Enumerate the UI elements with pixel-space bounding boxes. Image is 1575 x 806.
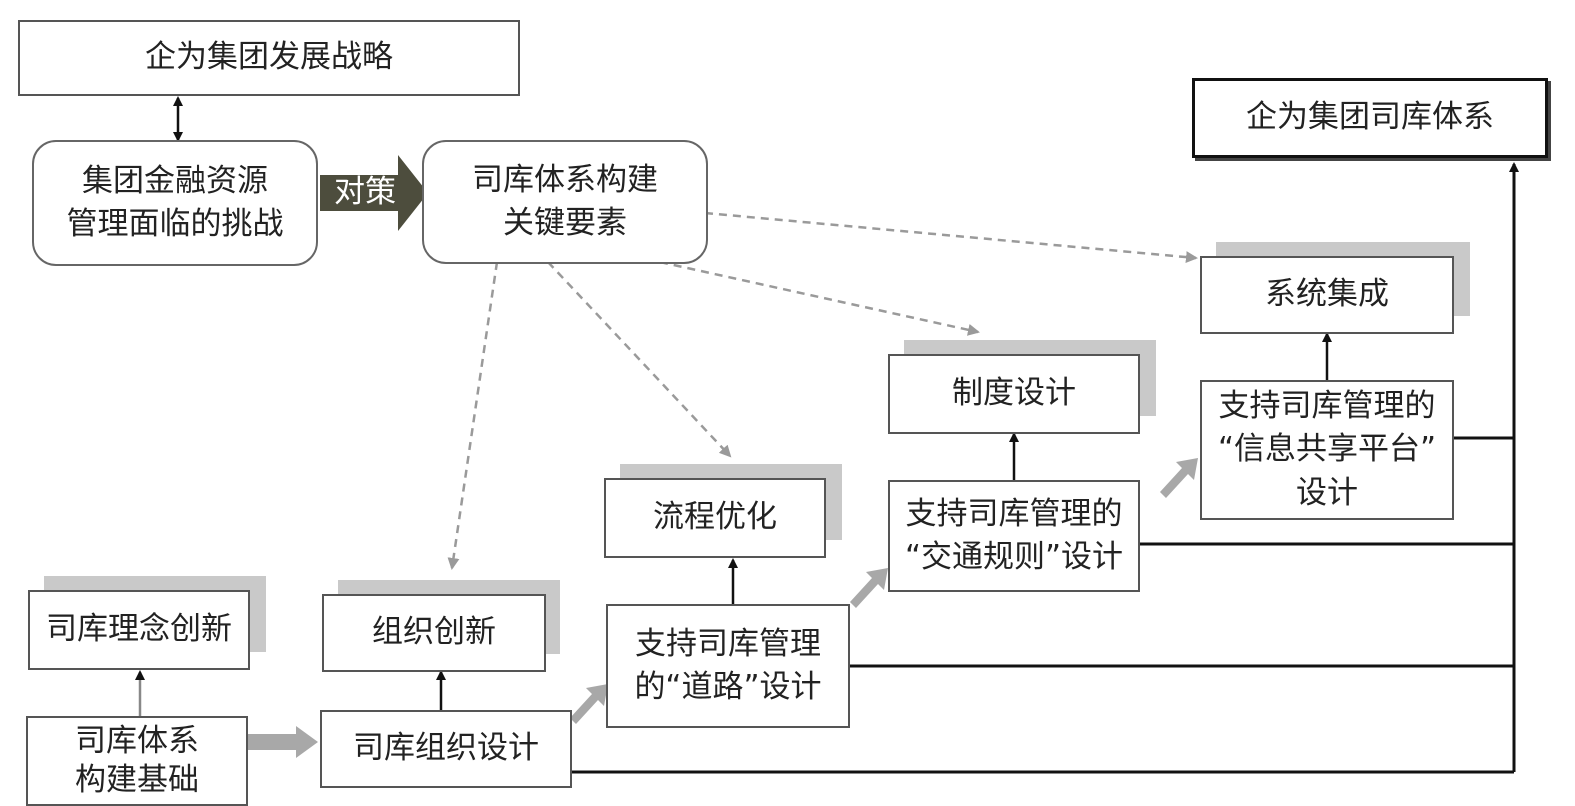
challenge-box: 集团金融资源 管理面临的挑战 (32, 140, 318, 266)
road-box: 支持司库管理 的“道路”设计 (606, 604, 850, 728)
dashed-to-institution (659, 260, 980, 336)
strategy-box: 企为集团发展战略 (18, 20, 520, 96)
dashed-to-process (547, 261, 732, 458)
block-arrow-road-traffic (850, 568, 888, 608)
concept-innovation-box: 司库理念创新 (28, 590, 250, 670)
countermeasure-arrow (320, 155, 428, 231)
info-platform-box: 支持司库管理的 “信息共享平台” 设计 (1200, 380, 1454, 520)
key-elements-box: 司库体系构建 关键要素 (422, 140, 708, 264)
block-arrow-org-road (570, 684, 608, 724)
org-design-box: 司库组织设计 (320, 710, 572, 788)
foundation-box: 司库体系 构建基础 (26, 716, 248, 806)
org-innovation-box: 组织创新 (322, 594, 546, 672)
institution-box: 制度设计 (888, 354, 1140, 434)
block-arrow-traffic-info (1160, 458, 1198, 498)
integration-box: 系统集成 (1200, 256, 1454, 334)
traffic-rules-box: 支持司库管理的 “交通规则”设计 (888, 480, 1140, 592)
countermeasure-label: 对策 (334, 174, 396, 210)
treasury-system-box: 企为集团司库体系 (1192, 78, 1548, 158)
dashed-to-org-innovation (447, 261, 499, 570)
dashed-to-integration (704, 211, 1198, 264)
process-box: 流程优化 (604, 478, 826, 558)
block-arrow-foundation-org (246, 726, 318, 758)
